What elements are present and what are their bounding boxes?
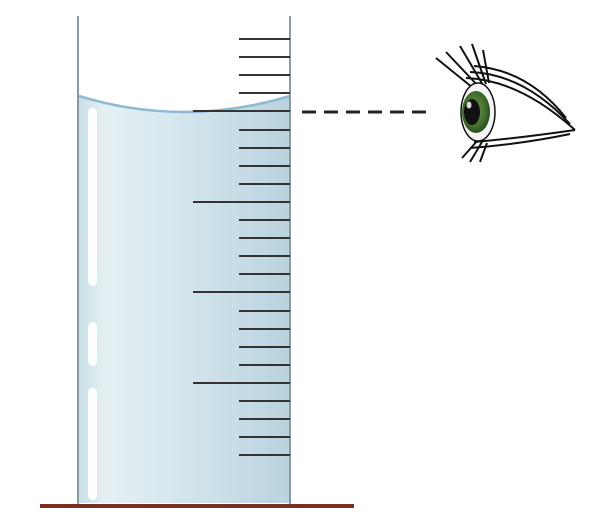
meniscus-curve xyxy=(78,94,291,114)
eye-icon xyxy=(435,43,576,163)
graduation-marks xyxy=(193,38,290,456)
cylinder-base xyxy=(40,504,354,508)
glass-reflections xyxy=(88,108,97,500)
liquid-column xyxy=(79,96,290,503)
